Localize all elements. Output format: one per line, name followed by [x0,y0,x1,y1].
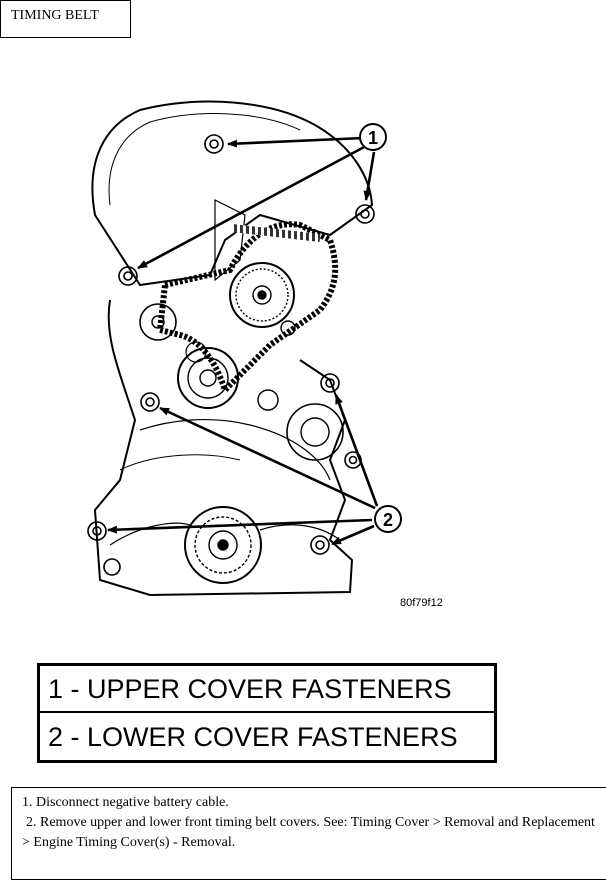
callout-1: 1 [359,123,387,151]
procedure-step-1: 1. Disconnect negative battery cable. [22,795,229,810]
legend-row-1: 1 - UPPER COVER FASTENERS [40,666,494,713]
figure-code: 80f79f12 [400,597,443,609]
callout-2: 2 [374,505,402,533]
engine-timing-cover-diagram: 1 2 80f79f12 [87,100,443,609]
idler-pulley [139,303,177,341]
section-title-box: TIMING BELT [0,0,131,38]
procedure-step-2: 2. Remove upper and lower front timing b… [22,815,595,850]
svg-text:1: 1 [368,128,378,148]
callout-1-leaders [137,136,376,270]
tensioner-pulley [177,347,239,409]
engine-illustration [87,100,375,597]
crank-sprocket [184,506,262,584]
legend-table: 1 - UPPER COVER FASTENERS 2 - LOWER COVE… [37,663,497,763]
callout-2-leaders [107,394,379,546]
svg-text:2: 2 [383,510,393,530]
engine-block-outline [93,299,354,597]
procedure-steps: 1. Disconnect negative battery cable. 2.… [11,787,606,880]
cam-sprocket [229,262,295,328]
upper-cover-outline [91,100,374,287]
section-title: TIMING BELT [11,8,99,23]
legend-row-2: 2 - LOWER COVER FASTENERS [48,722,458,752]
